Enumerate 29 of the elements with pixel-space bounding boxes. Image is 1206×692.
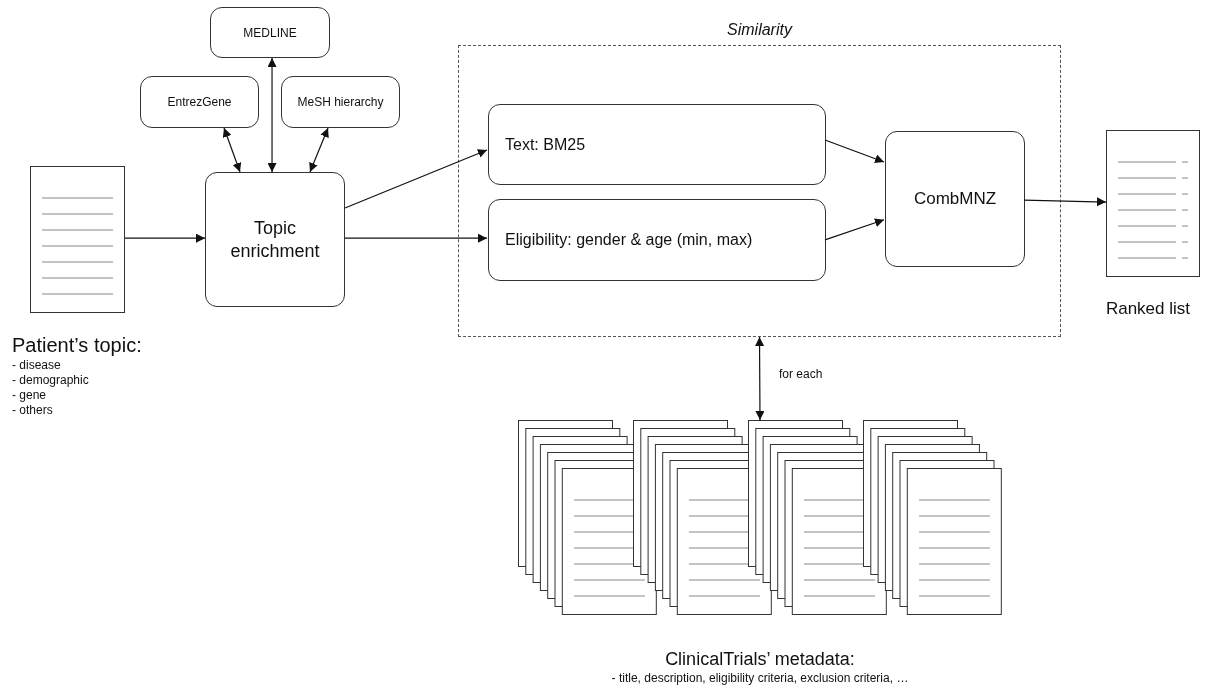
arrow xyxy=(824,218,885,241)
process-box: MEDLINE xyxy=(210,7,330,58)
node-label: Ranked list xyxy=(1104,298,1192,320)
arrow xyxy=(267,57,277,173)
node-label-item: - demographic xyxy=(12,373,90,388)
node-label-item: - title, description, eligibility criteria, exclusion criteria, … xyxy=(610,670,910,686)
node-label-item: - disease xyxy=(12,358,62,373)
arrow xyxy=(309,127,329,173)
arrow xyxy=(344,149,488,209)
arrow xyxy=(222,127,242,173)
arrow xyxy=(344,233,488,243)
process-box: Topic enrichment xyxy=(205,172,345,307)
document-drawing xyxy=(30,166,125,313)
node-label-item: - gene xyxy=(12,388,48,403)
node-label: Patient’s topic: xyxy=(12,333,143,358)
group-title: Similarity xyxy=(726,20,794,40)
process-box: Text: BM25 xyxy=(488,104,826,185)
process-box: MeSH hierarchy xyxy=(281,76,400,128)
ranked-list-drawing xyxy=(1106,130,1200,277)
node-label: ClinicalTrials’ metadata: xyxy=(664,648,856,671)
arrow xyxy=(755,336,765,421)
process-box: CombMNZ xyxy=(885,131,1025,267)
arrow xyxy=(824,139,885,164)
process-box: Eligibility: gender & age (min, max) xyxy=(488,199,826,281)
node-label-item: - others xyxy=(12,403,54,418)
document-stack-drawing xyxy=(518,420,1002,616)
arrow xyxy=(124,233,206,243)
process-box: EntrezGene xyxy=(140,76,259,128)
arrow xyxy=(1023,197,1107,207)
